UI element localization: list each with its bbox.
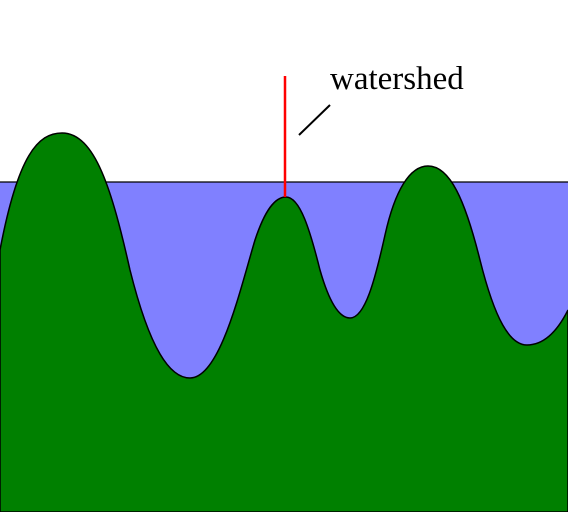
- terrain: [0, 132, 568, 512]
- label-pointer: [298, 104, 331, 136]
- watershed-label: watershed: [330, 61, 464, 97]
